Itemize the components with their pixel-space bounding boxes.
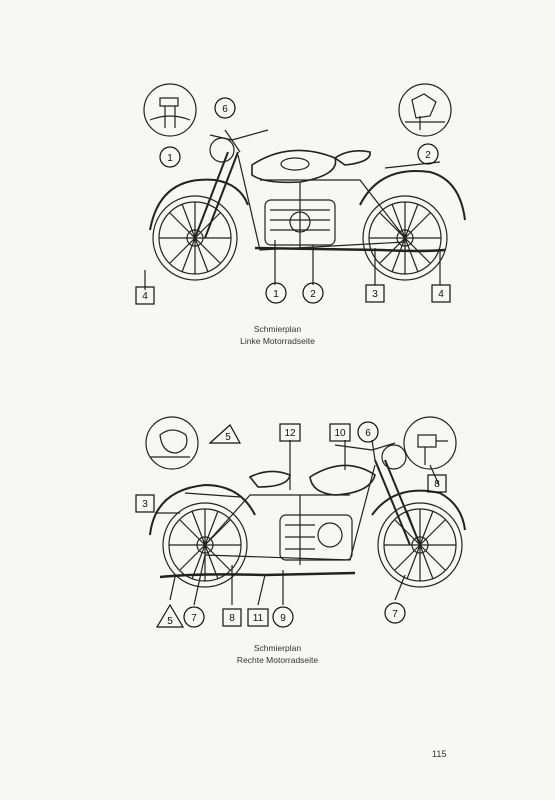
svg-text:8: 8 [434,479,440,490]
callout-2-bottom: 2 [302,282,324,304]
callout-1-top: 1 [159,146,181,168]
svg-text:5: 5 [225,432,231,443]
caption-right: Schmierplan Rechte Motorradseite [0,642,555,666]
svg-text:4: 4 [438,289,444,300]
callout-8-bottom: 8 [222,608,242,627]
svg-text:12: 12 [284,428,296,439]
svg-text:10: 10 [334,428,346,439]
callout-4-left: 4 [135,286,155,305]
svg-text:1: 1 [273,289,279,300]
figure-right-side: 5 12 10 6 8 3 5 7 [0,405,555,645]
caption-left-title: Schmierplan [253,324,302,334]
callout-1-bottom: 1 [265,282,287,304]
svg-text:6: 6 [365,428,371,439]
callout-7-left: 7 [183,606,205,628]
detail-inset-2 [398,83,452,137]
callout-12: 12 [279,423,301,442]
callout-2-top: 2 [417,143,439,165]
caption-right-title: Schmierplan [253,643,302,653]
callout-10: 10 [329,423,351,442]
detail-inset-5 [145,416,199,470]
page-number: 115 [432,749,447,759]
callout-3: 3 [135,494,155,513]
caption-left: Schmierplan Linke Motorradseite [0,323,555,347]
svg-text:5: 5 [167,616,173,627]
svg-text:6: 6 [222,104,228,115]
svg-text:8: 8 [229,613,235,624]
callout-6: 6 [357,421,379,443]
callout-7-right: 7 [384,602,406,624]
svg-text:3: 3 [372,289,378,300]
svg-text:9: 9 [280,613,286,624]
svg-text:7: 7 [392,609,398,620]
callout-9: 9 [272,606,294,628]
detail-inset-8 [403,416,457,470]
detail-inset-1 [143,83,197,137]
callout-8-top: 8 [427,474,447,493]
figure-left-side: 1 2 6 1 2 3 4 4 [0,80,555,320]
caption-left-subtitle: Linke Motorradseite [240,336,315,346]
callout-6: 6 [214,97,236,119]
svg-text:2: 2 [310,289,316,300]
svg-text:2: 2 [425,150,431,161]
callout-4-right: 4 [431,284,451,303]
svg-text:11: 11 [253,613,264,624]
motorcycle-right-illustration: 5 12 10 6 8 3 5 7 [135,416,466,628]
callout-5-top-triangle: 5 [208,424,242,444]
motorcycle-left-illustration: 1 2 6 1 2 3 4 4 [135,83,466,305]
callout-5-bottom-triangle: 5 [155,603,185,628]
callout-11: 11 [247,608,269,627]
svg-text:4: 4 [142,291,148,302]
callout-3: 3 [365,284,385,303]
svg-text:3: 3 [142,499,148,510]
caption-right-subtitle: Rechte Motorradseite [236,655,319,665]
svg-text:1: 1 [167,153,173,164]
svg-text:7: 7 [191,613,197,624]
